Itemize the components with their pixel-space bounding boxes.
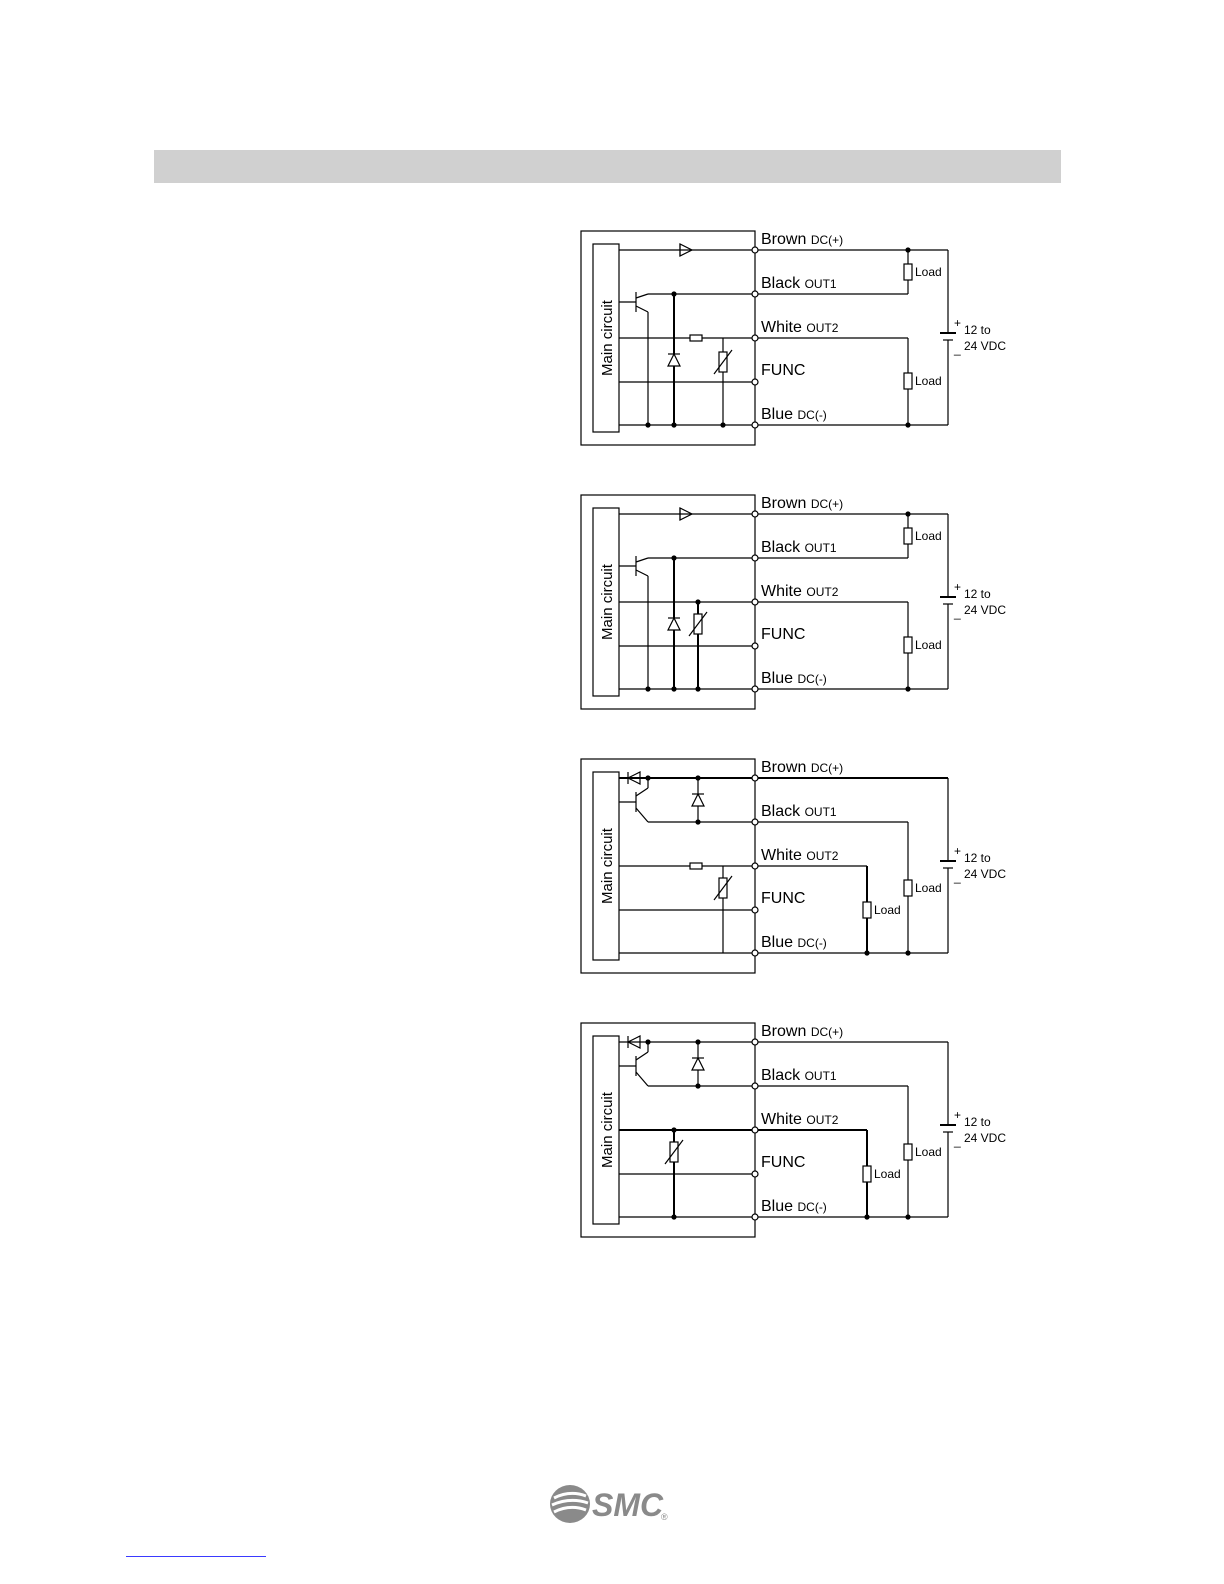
svg-text:Load: Load	[915, 881, 942, 895]
svg-text:White OUT2: White OUT2	[761, 847, 839, 864]
transistor-icon	[619, 778, 755, 823]
svg-text:+: +	[954, 1108, 961, 1122]
svg-text:FUNC: FUNC	[761, 890, 805, 907]
svg-text:+: +	[954, 844, 961, 858]
transistor-icon	[619, 556, 755, 689]
diode-icon	[679, 243, 694, 257]
svg-text:Black OUT1: Black OUT1	[761, 803, 837, 820]
svg-text:+: +	[954, 580, 961, 594]
svg-text:White OUT2: White OUT2	[761, 583, 839, 600]
wiring-diagram-3: Main circuit Brown DC(+) Black OUT1 Whit…	[570, 750, 1030, 990]
svg-text:Load: Load	[915, 529, 942, 543]
svg-text:Blue DC(-): Blue DC(-)	[761, 934, 827, 951]
svg-text:Blue DC(-): Blue DC(-)	[761, 406, 827, 423]
svg-text:24 VDC: 24 VDC	[964, 1131, 1006, 1145]
svg-text:Load: Load	[915, 638, 942, 652]
svg-text:Load: Load	[915, 1145, 942, 1159]
svg-text:Brown DC(+): Brown DC(+)	[761, 759, 843, 776]
svg-text:12 to: 12 to	[964, 587, 991, 601]
svg-text:Load: Load	[915, 374, 942, 388]
svg-text:Black OUT1: Black OUT1	[761, 539, 837, 556]
section-header-bar	[154, 150, 1061, 183]
varistor-icon	[664, 1139, 684, 1165]
zener-diode-icon	[691, 792, 705, 807]
wiring-diagram-2: Main circuit Brown DC(+) Black OUT1 Whit…	[570, 486, 1030, 726]
svg-text:Main circuit: Main circuit	[599, 563, 616, 640]
svg-text:+: +	[954, 316, 961, 330]
svg-text:Black OUT1: Black OUT1	[761, 275, 837, 292]
svg-text:FUNC: FUNC	[761, 1154, 805, 1171]
svg-text:White OUT2: White OUT2	[761, 1111, 839, 1128]
smc-logo: SMC ®	[548, 1482, 672, 1526]
main-circuit-label: Main circuit	[599, 299, 616, 376]
resistor-icon	[689, 862, 703, 870]
svg-text:Blue DC(-): Blue DC(-)	[761, 670, 827, 687]
svg-text:24 VDC: 24 VDC	[964, 603, 1006, 617]
diode-icon	[626, 771, 641, 785]
svg-text:_: _	[953, 1134, 961, 1148]
svg-text:Black OUT1: Black OUT1	[761, 1067, 837, 1084]
svg-text:Brown DC(+): Brown DC(+)	[761, 495, 843, 512]
diode-icon	[679, 507, 694, 521]
svg-text:Main circuit: Main circuit	[599, 1091, 616, 1168]
svg-text:12 to: 12 to	[964, 1115, 991, 1129]
svg-text:Brown DC(+): Brown DC(+)	[761, 1023, 843, 1040]
wiring-diagram-4: Main circuit Brown DC(+) Black OUT1 Whit…	[570, 1014, 1030, 1254]
svg-text:Blue DC(-): Blue DC(-)	[761, 1198, 827, 1215]
svg-text:_: _	[953, 342, 961, 356]
resistor-icon	[689, 334, 703, 342]
transistor-icon	[619, 292, 755, 425]
svg-text:Main circuit: Main circuit	[599, 827, 616, 904]
svg-text:Load: Load	[915, 265, 942, 279]
transistor-icon	[619, 1042, 755, 1087]
varistor-icon	[713, 349, 733, 375]
diode-icon	[626, 1035, 641, 1049]
load-1	[903, 263, 913, 281]
load-1	[862, 901, 872, 919]
svg-text:White OUT2: White OUT2	[761, 319, 839, 336]
svg-text:Load: Load	[874, 1167, 901, 1181]
svg-text:FUNC: FUNC	[761, 362, 805, 379]
zener-diode-icon	[667, 352, 681, 367]
svg-text:24 VDC: 24 VDC	[964, 339, 1006, 353]
svg-text:®: ®	[661, 1512, 668, 1522]
wiring-diagram-1: Main circuit Brown DC(+) Black OUT1 Whit…	[570, 222, 1030, 462]
svg-text:FUNC: FUNC	[761, 626, 805, 643]
svg-text:24 VDC: 24 VDC	[964, 867, 1006, 881]
zener-diode-icon	[667, 616, 681, 631]
logo-wordmark: SMC	[592, 1487, 664, 1523]
footer-link-underline[interactable]	[126, 1556, 266, 1557]
svg-text:Brown DC(+): Brown DC(+)	[761, 231, 843, 248]
varistor-icon	[713, 875, 733, 901]
svg-text:Load: Load	[874, 903, 901, 917]
zener-diode-icon	[691, 1056, 705, 1071]
varistor-icon	[688, 611, 708, 637]
svg-text:12 to: 12 to	[964, 851, 991, 865]
svg-text:_: _	[953, 870, 961, 884]
load-2	[903, 372, 913, 390]
load-2	[903, 879, 913, 897]
svg-text:_: _	[953, 606, 961, 620]
svg-text:12 to: 12 to	[964, 323, 991, 337]
